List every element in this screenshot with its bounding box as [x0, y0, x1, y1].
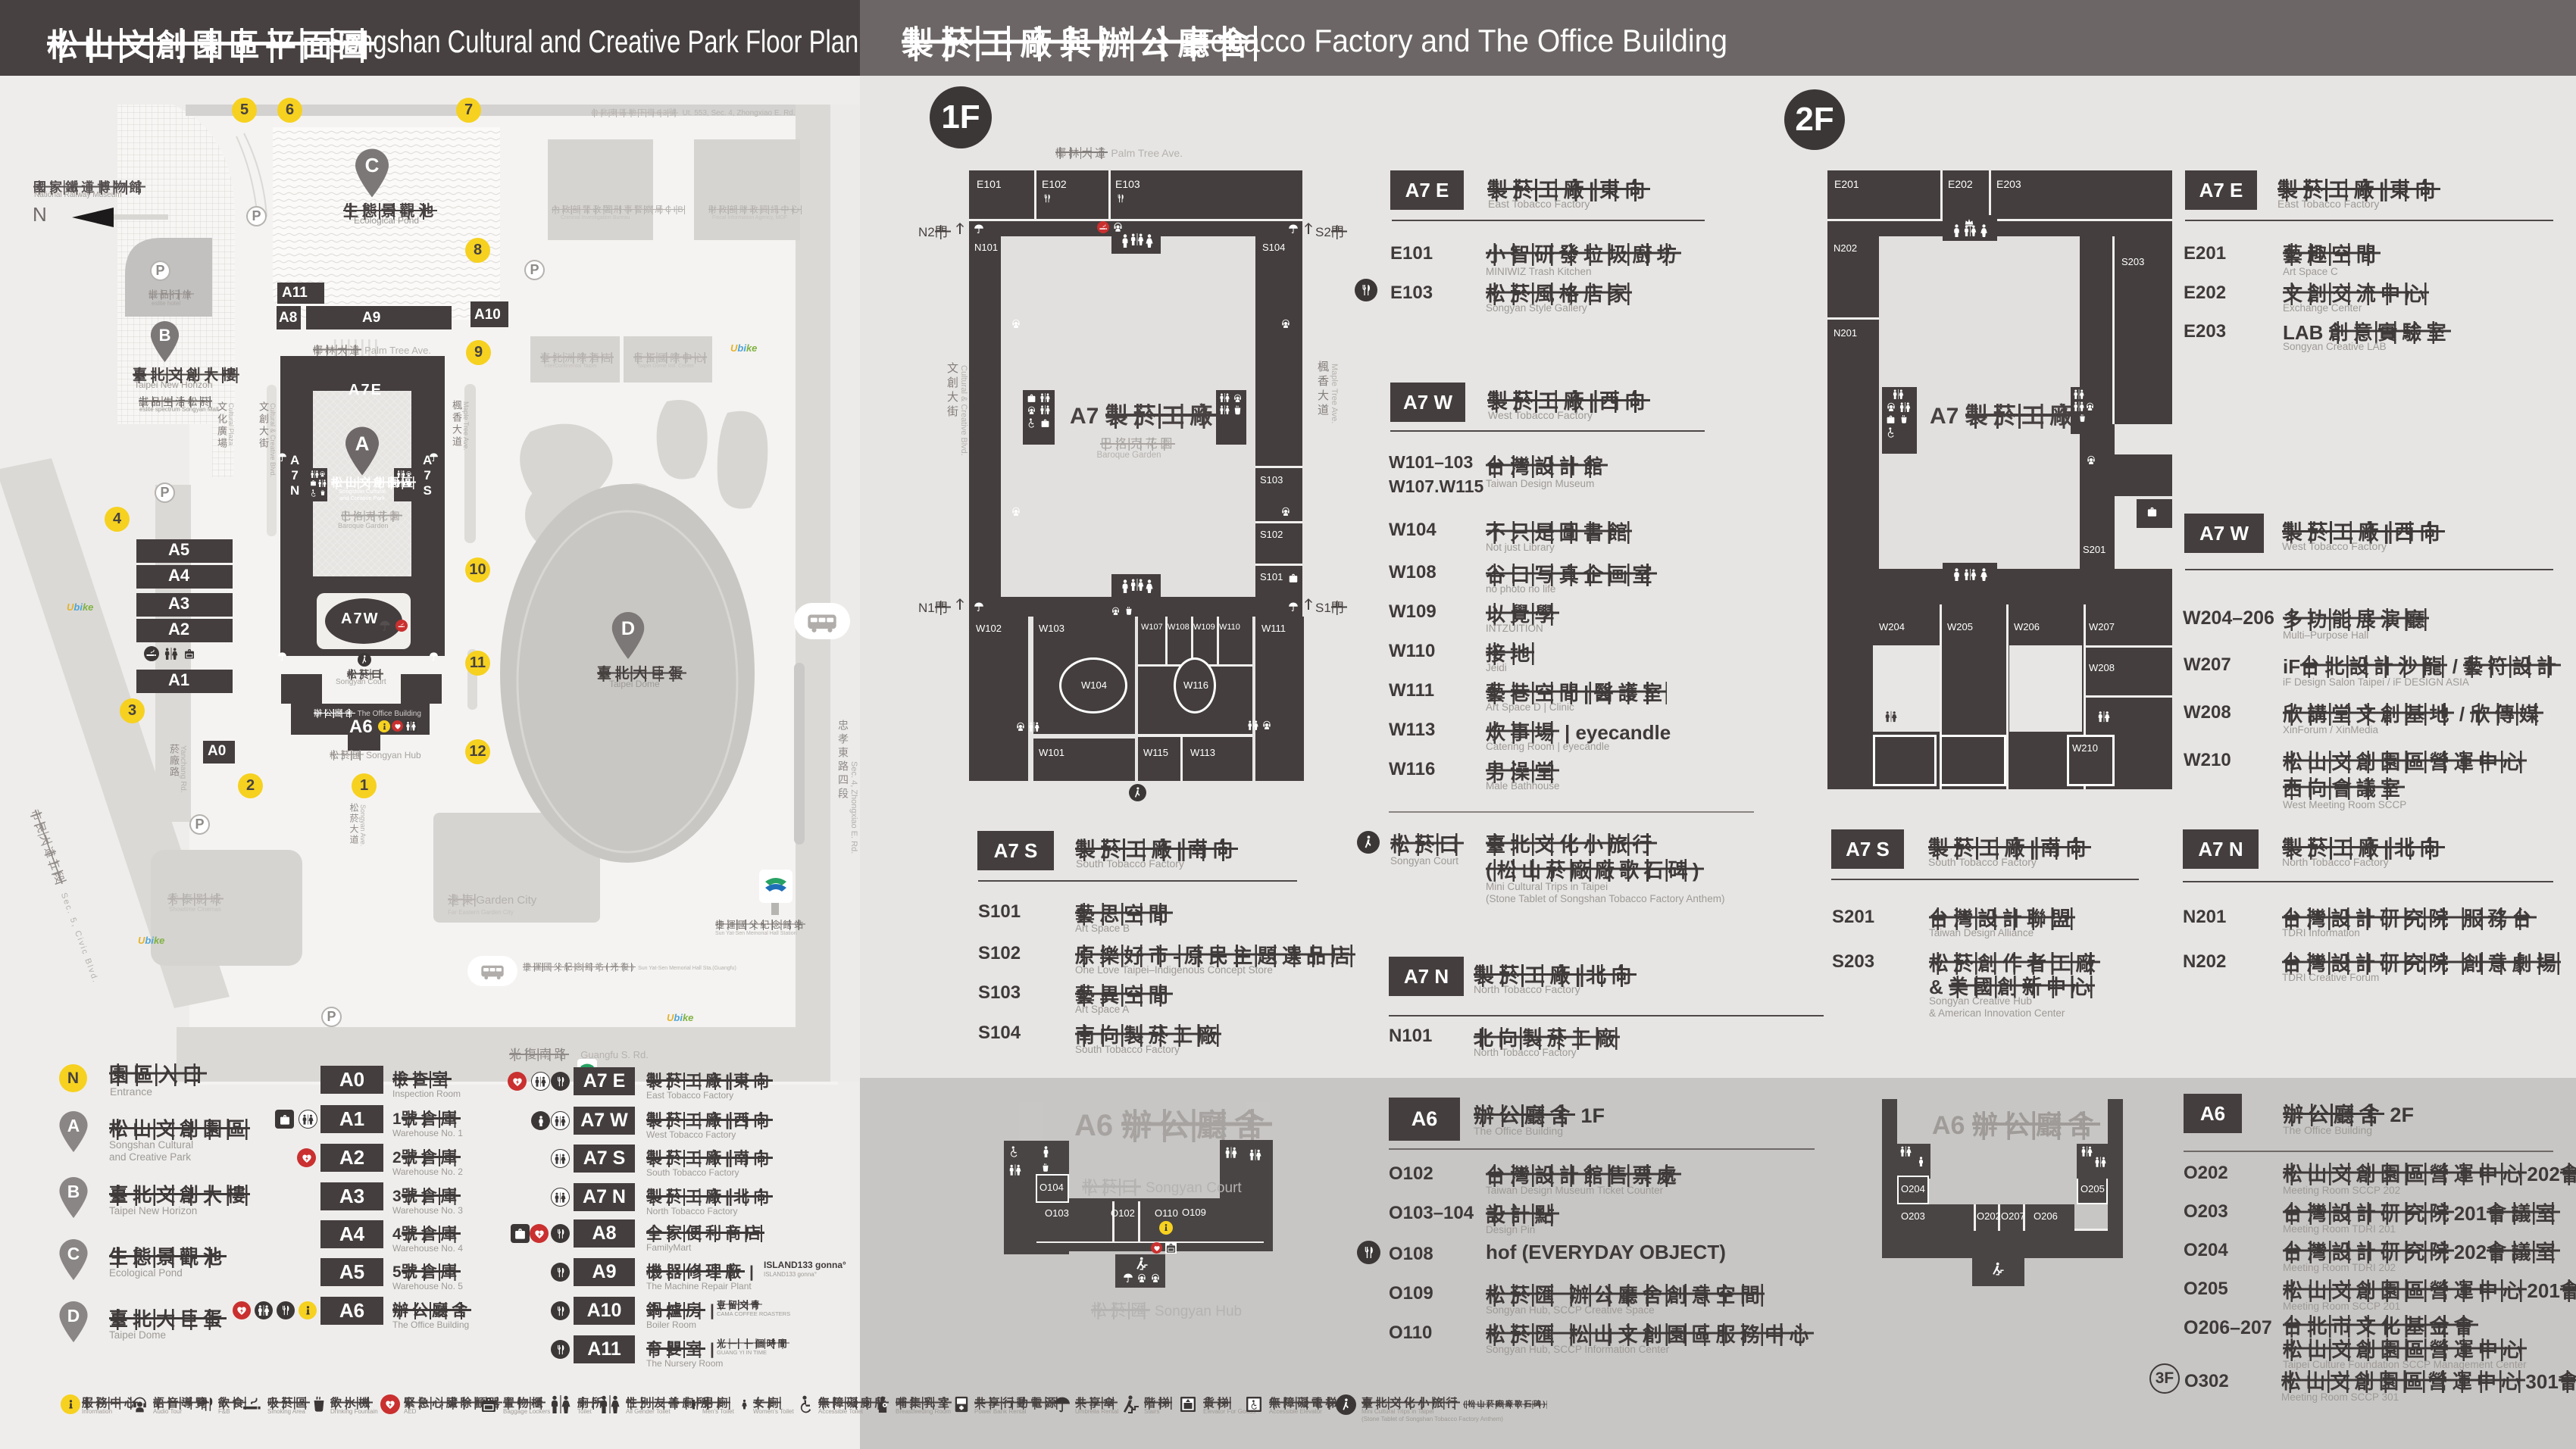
svg-text:A: A — [67, 1116, 80, 1135]
svg-text:B: B — [67, 1182, 80, 1201]
svg-text:D: D — [621, 618, 635, 639]
svg-text:C: C — [67, 1244, 80, 1263]
svg-text:D: D — [67, 1306, 80, 1326]
svg-text:B: B — [159, 326, 171, 345]
svg-text:C: C — [365, 154, 380, 176]
svg-text:A: A — [355, 433, 370, 455]
